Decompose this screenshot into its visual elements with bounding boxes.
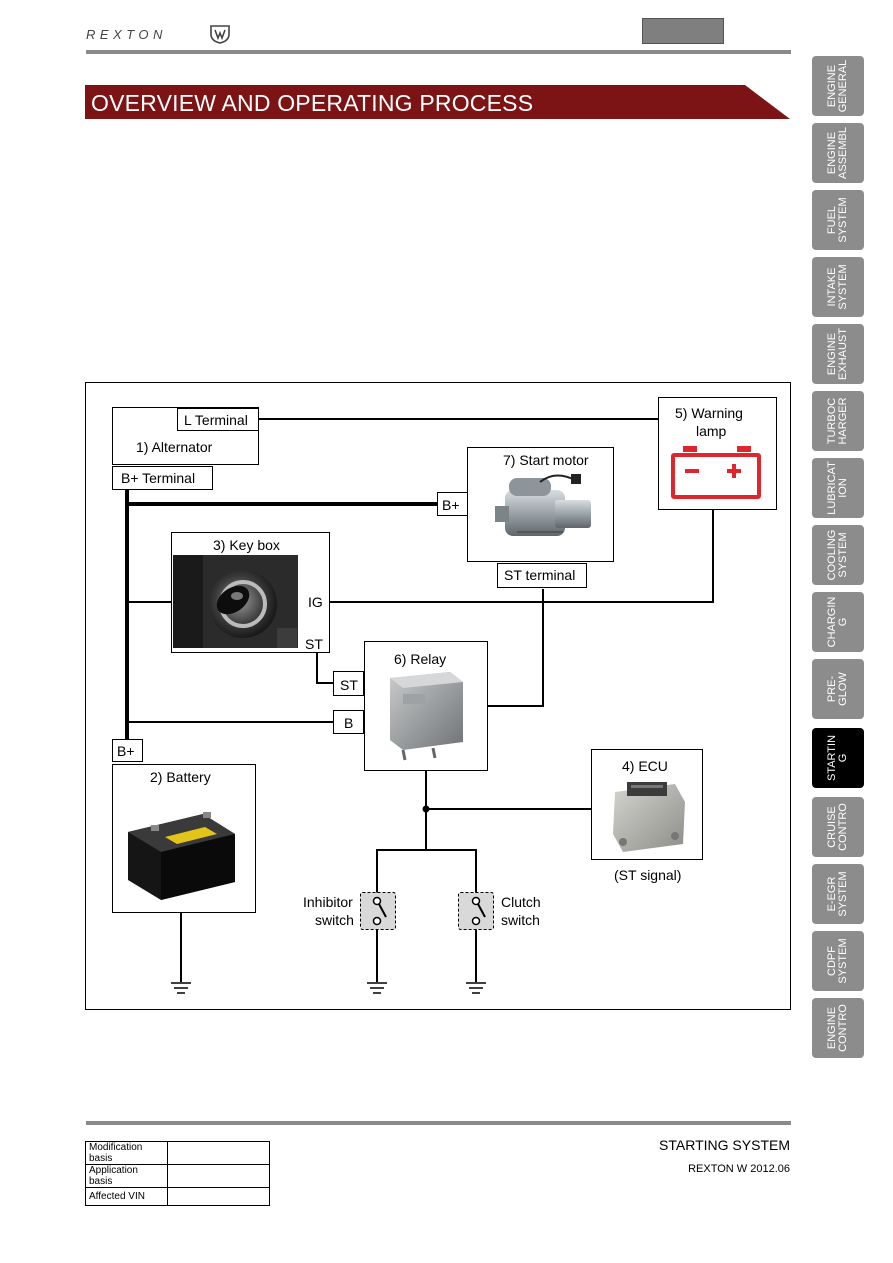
tab-intake-system[interactable]: INTAKE SYSTEM xyxy=(812,257,864,317)
key-box-label: 3) Key box xyxy=(213,537,280,553)
warning-lamp-label: 5) Warning xyxy=(675,405,743,421)
st-terminal-label: ST terminal xyxy=(504,567,576,583)
relay-st-box xyxy=(333,671,364,696)
tab-label: FUEL SYSTEM xyxy=(826,197,849,243)
tab-fuel-system[interactable]: FUEL SYSTEM xyxy=(812,190,864,250)
b-plus-terminal-box xyxy=(112,466,213,490)
ig-label: IG xyxy=(308,594,323,610)
starting-system-diagram xyxy=(85,382,791,1010)
tab-lubrication[interactable]: LUBRICAT ION xyxy=(812,458,864,518)
battery-image xyxy=(128,812,235,900)
l-terminal-box xyxy=(177,408,259,431)
ground-icon xyxy=(171,982,191,994)
page-number-box xyxy=(642,18,724,44)
tab-label: ENGINE GENERAL xyxy=(826,59,849,113)
ecu-label: 4) ECU xyxy=(622,758,668,774)
motor-b-plus-box xyxy=(437,492,468,516)
table-row: Affected VIN xyxy=(85,1187,270,1206)
footer-divider xyxy=(86,1121,791,1125)
section-title: STARTING SYSTEM xyxy=(659,1137,790,1153)
clutch-switch-label: Clutch xyxy=(501,894,541,910)
tab-charging[interactable]: CHARGIN G xyxy=(812,592,864,652)
ssangyong-emblem-icon xyxy=(210,25,230,44)
battery-warning-icon xyxy=(671,446,761,499)
table-key: Modification basis xyxy=(85,1141,168,1165)
tab-label: CDPF SYSTEM xyxy=(826,938,849,984)
warning-lamp-label-line2: lamp xyxy=(696,423,727,439)
tab-label: PRE- GLOW xyxy=(826,672,849,706)
relay-image xyxy=(390,672,463,761)
start-motor-label: 7) Start motor xyxy=(503,452,589,468)
tab-cdpf-system[interactable]: CDPF SYSTEM xyxy=(812,931,864,991)
model-date: REXTON W 2012.06 xyxy=(688,1163,790,1175)
tab-engine-control[interactable]: ENGINE CONTRO xyxy=(812,998,864,1058)
tab-label: CHARGIN G xyxy=(826,596,849,648)
st-signal-label: (ST signal) xyxy=(614,867,682,883)
ground-icon xyxy=(367,982,387,994)
inhibitor-switch-label-line2: switch xyxy=(315,912,354,928)
tab-label: CRUISE CONTRO xyxy=(826,803,849,851)
alternator-label: 1) Alternator xyxy=(136,439,213,455)
clutch-switch-icon xyxy=(458,892,494,930)
table-value xyxy=(167,1164,270,1188)
relay-b-label: B xyxy=(344,715,354,731)
table-row: Modification basis xyxy=(85,1141,270,1165)
ground-icon xyxy=(466,982,486,994)
tab-label: STARTIN G xyxy=(826,734,849,782)
tab-label: ENGINE CONTRO xyxy=(826,1004,849,1052)
table-value xyxy=(167,1187,270,1206)
tab-label: COOLING SYSTEM xyxy=(826,529,849,581)
junction-dot xyxy=(422,805,430,813)
relay-label: 6) Relay xyxy=(394,651,447,667)
start-motor-image xyxy=(495,474,591,536)
tab-engine-general[interactable]: ENGINE GENERAL xyxy=(812,56,864,116)
tab-label: LUBRICAT ION xyxy=(826,461,849,515)
tab-label: INTAKE SYSTEM xyxy=(826,264,849,310)
table-key: Affected VIN xyxy=(85,1187,168,1206)
tab-e-egr-system[interactable]: E-EGR SYSTEM xyxy=(812,864,864,924)
table-value xyxy=(167,1141,270,1165)
table-row: Application basis xyxy=(85,1164,270,1188)
relay-b-box xyxy=(333,710,364,734)
tab-cooling-system[interactable]: COOLING SYSTEM xyxy=(812,525,864,585)
tab-label: ENGINE ASSEMBL xyxy=(826,127,849,179)
header-divider xyxy=(86,50,791,54)
battery-b-plus-label: B+ xyxy=(117,743,135,759)
battery-b-plus-box xyxy=(112,739,143,762)
logo-text: REXTON xyxy=(86,27,167,42)
wiring xyxy=(125,418,714,982)
tab-label: TURBOC HARGER xyxy=(826,397,849,445)
page-title: OVERVIEW AND OPERATING PROCESS xyxy=(91,90,534,116)
inhibitor-switch-icon xyxy=(360,892,396,930)
tab-label: E-EGR SYSTEM xyxy=(826,871,849,917)
tab-label: ENGINE EXHAUST xyxy=(826,328,849,380)
clutch-switch-label-line2: switch xyxy=(501,912,540,928)
tab-cruise-control[interactable]: CRUISE CONTRO xyxy=(812,797,864,857)
inhibitor-switch-label: Inhibitor xyxy=(303,894,353,910)
key-st-label: ST xyxy=(305,636,323,652)
rexton-logo: REXTON xyxy=(86,25,230,44)
revision-table: Modification basis Application basis Aff… xyxy=(85,1141,270,1206)
st-terminal-box xyxy=(497,563,587,588)
l-terminal-label: L Terminal xyxy=(184,412,248,428)
tab-turbocharger[interactable]: TURBOC HARGER xyxy=(812,391,864,451)
battery-label: 2) Battery xyxy=(150,769,211,785)
tab-engine-exhaust[interactable]: ENGINE EXHAUST xyxy=(812,324,864,384)
tab-starting[interactable]: STARTIN G xyxy=(812,728,864,788)
motor-b-plus-label: B+ xyxy=(442,497,460,513)
b-plus-terminal-label: B+ Terminal xyxy=(121,470,196,486)
key-box-image xyxy=(173,555,298,648)
table-key: Application basis xyxy=(85,1164,168,1188)
tab-engine-assembly[interactable]: ENGINE ASSEMBL xyxy=(812,123,864,183)
title-banner xyxy=(85,85,790,119)
tab-pre-glow[interactable]: PRE- GLOW xyxy=(812,659,864,719)
relay-st-label: ST xyxy=(340,677,358,693)
ecu-image xyxy=(613,782,685,852)
